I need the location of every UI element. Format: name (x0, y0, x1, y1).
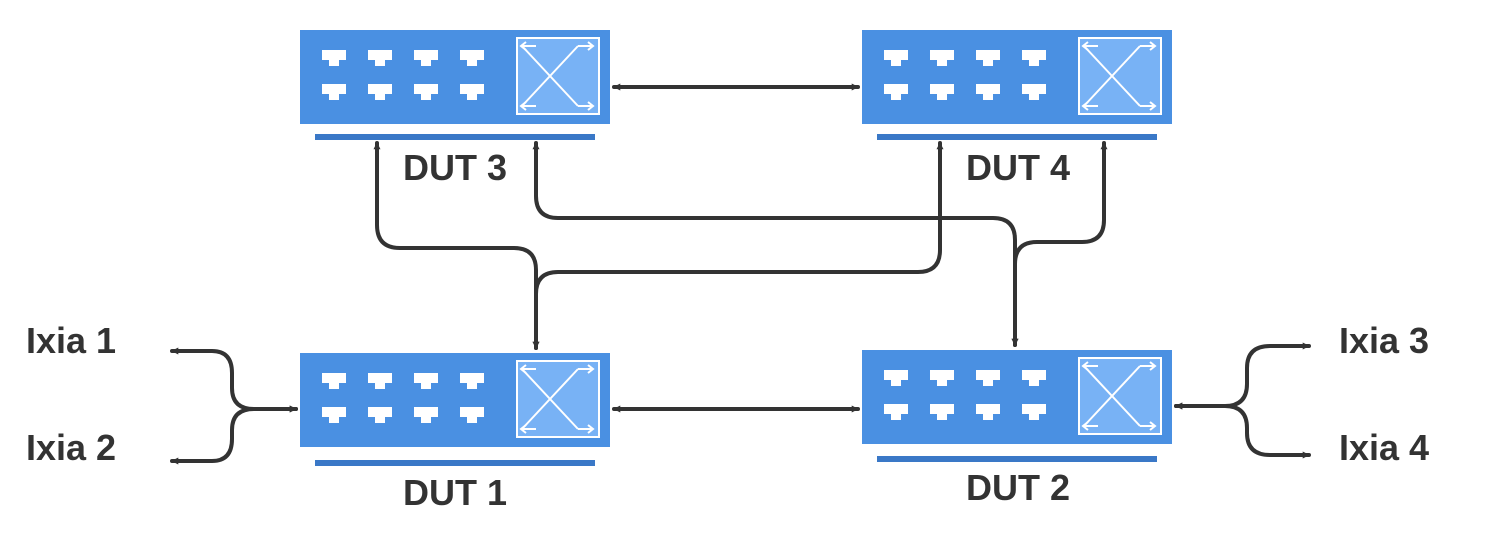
dut4-switch-base (877, 134, 1157, 140)
dut2-switch-base (877, 456, 1157, 462)
network-switch-icon (861, 349, 1173, 445)
ixia1-label: Ixia 1 (26, 320, 117, 361)
dut4-label: DUT 4 (965, 147, 1070, 188)
dut1-label: DUT 1 (402, 472, 507, 513)
network-switch-icon (299, 29, 611, 125)
link-dut4-dut1 (532, 141, 944, 350)
ixia2-label: Ixia 2 (26, 427, 117, 468)
link-ixia3-dut2 (1174, 342, 1311, 410)
dut3-switch (299, 29, 611, 140)
links-layer (170, 83, 1311, 465)
link-ixia4-dut2 (1174, 402, 1311, 459)
dut4-switch (861, 29, 1173, 140)
ixia3-label: Ixia 3 (1339, 320, 1430, 361)
dut1-switch-base (315, 460, 595, 466)
dut2-switch (861, 349, 1173, 462)
devices-layer (299, 29, 1173, 466)
dut3-label: DUT 3 (402, 147, 507, 188)
ixia4-label: Ixia 4 (1339, 427, 1430, 468)
link-ixia1-dut1 (170, 347, 298, 413)
link-dut4-dut2 (1011, 141, 1108, 347)
dut1-switch (299, 352, 611, 466)
network-switch-icon (299, 352, 611, 448)
network-switch-icon (861, 29, 1173, 125)
dut3-switch-base (315, 134, 595, 140)
link-ixia2-dut1 (170, 405, 298, 465)
dut2-label: DUT 2 (965, 467, 1070, 508)
